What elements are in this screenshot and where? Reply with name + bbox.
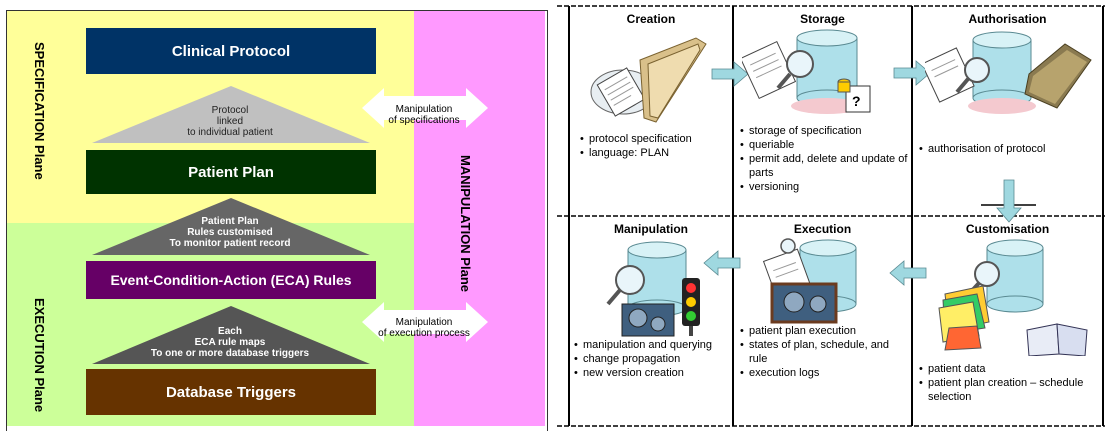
- database-cylinder-icon: [968, 31, 1036, 114]
- list-item: queriable: [740, 138, 910, 152]
- customisation-illustration: [938, 239, 1088, 356]
- execution-illustration: [762, 238, 857, 324]
- creation-cell: Creation protocol specification language…: [570, 8, 732, 214]
- customisation-title: Customisation: [965, 222, 1050, 236]
- manipulation-bullets: manipulation and querying change propaga…: [574, 338, 729, 380]
- execution-cell: Execution patient plan execution: [734, 218, 911, 424]
- list-item: protocol specification: [580, 132, 730, 146]
- magnifier-icon: [776, 50, 814, 90]
- protocol-lifecycle-diagram: Creation protocol specification language…: [556, 0, 1107, 434]
- traffic-light-icon: [682, 278, 700, 336]
- storage-bullets: storage of specification queriable permi…: [740, 124, 910, 194]
- query-icon: ?: [837, 78, 871, 113]
- exec-arrow-label: Manipulation of execution process: [378, 317, 470, 339]
- list-item: versioning: [740, 180, 910, 194]
- execution-title: Execution: [793, 222, 852, 236]
- authorisation-illustration: [925, 31, 1092, 114]
- colored-folders-icon: [938, 285, 990, 351]
- execution-plane-label: EXECUTION Plane: [32, 297, 47, 413]
- list-item: storage of specification: [740, 124, 910, 138]
- patient-plan-box: Patient Plan: [86, 150, 376, 194]
- list-item: patient plan execution: [740, 324, 910, 338]
- list-item: authorisation of protocol: [919, 142, 1099, 156]
- storage-illustration: ?: [742, 29, 871, 114]
- protocol-linked-text: Protocol linked to individual patient: [187, 105, 273, 138]
- list-item: patient data: [919, 362, 1099, 376]
- customisation-to-execution-arrow: [889, 260, 927, 286]
- list-item: manipulation and querying: [574, 338, 729, 352]
- open-book-icon: [1026, 323, 1088, 356]
- magnifier-icon: [780, 238, 796, 254]
- storage-to-authorisation-arrow: [893, 60, 931, 86]
- manipulation-plane-label: MANIPULATION Plane: [458, 154, 473, 292]
- lifecycle-grid: [557, 5, 1105, 427]
- authorisation-to-customisation-arrow: [996, 179, 1022, 223]
- protocol-linked-triangle: [92, 86, 370, 143]
- database-cylinder-icon: [986, 239, 1044, 313]
- specification-plane-label: SPECIFICATION Plane: [32, 42, 47, 180]
- spec-double-arrow: [362, 88, 488, 128]
- list-item: permit add, delete and update of parts: [740, 152, 910, 180]
- closed-folder-icon: [1024, 43, 1092, 109]
- scroll-document-icon: [590, 67, 656, 117]
- authorisation-cell: Authorisation authorisat: [913, 8, 1102, 214]
- svg-text:?: ?: [852, 93, 861, 109]
- rules-customised-text: Patient Plan Rules customised To monitor…: [169, 216, 291, 249]
- magnifier-icon: [606, 265, 645, 306]
- open-folder-icon: [639, 37, 707, 123]
- execution-bullets: patient plan execution states of plan, s…: [740, 324, 910, 380]
- authorisation-bullets: authorisation of protocol: [919, 142, 1099, 156]
- eca-rules-box: Event-Condition-Action (ECA) Rules: [86, 261, 376, 299]
- execution-to-manipulation-arrow: [703, 250, 741, 276]
- storage-title: Storage: [800, 12, 845, 26]
- exec-double-arrow: [362, 302, 488, 342]
- rule-maps-triangle: [92, 306, 370, 364]
- storage-cell: Storage ?: [734, 8, 911, 214]
- gears-icon: [621, 303, 675, 337]
- creation-title: Creation: [626, 12, 676, 26]
- list-item: patient plan creation – schedule selecti…: [919, 376, 1099, 404]
- magnifier-icon: [955, 57, 990, 94]
- list-item: execution logs: [740, 366, 910, 380]
- creation-illustration: [590, 37, 707, 123]
- authorisation-title: Authorisation: [968, 12, 1047, 26]
- manipulation-title: Manipulation: [614, 222, 688, 236]
- left-frame: [6, 10, 548, 431]
- rule-maps-text: Each ECA rule maps To one or more databa…: [150, 326, 310, 359]
- database-triggers-box: Database Triggers: [86, 369, 376, 415]
- customisation-cell: Customisation patient da: [913, 218, 1102, 424]
- clinical-protocol-box: Clinical Protocol: [86, 28, 376, 74]
- list-item: states of plan, schedule, and rule: [740, 338, 910, 366]
- protocol-planes-diagram: SPECIFICATION Plane EXECUTION Plane MANI…: [0, 0, 548, 434]
- left-shapes: [92, 86, 488, 364]
- spec-arrow-label: Manipulation of specifications: [388, 104, 460, 126]
- customisation-bullets: patient data patient plan creation – sch…: [919, 362, 1099, 404]
- manipulation-cell: Manipulation: [570, 218, 732, 424]
- creation-to-storage-arrow: [711, 61, 749, 87]
- manipulation-illustration: [606, 241, 700, 337]
- list-item: new version creation: [574, 366, 729, 380]
- manipulation-plane-zone: [414, 11, 545, 426]
- rules-customised-triangle: [92, 198, 370, 255]
- gears-icon: [770, 282, 838, 324]
- list-item: language: PLAN: [580, 146, 730, 160]
- list-item: change propagation: [574, 352, 729, 366]
- creation-bullets: protocol specification language: PLAN: [580, 132, 730, 160]
